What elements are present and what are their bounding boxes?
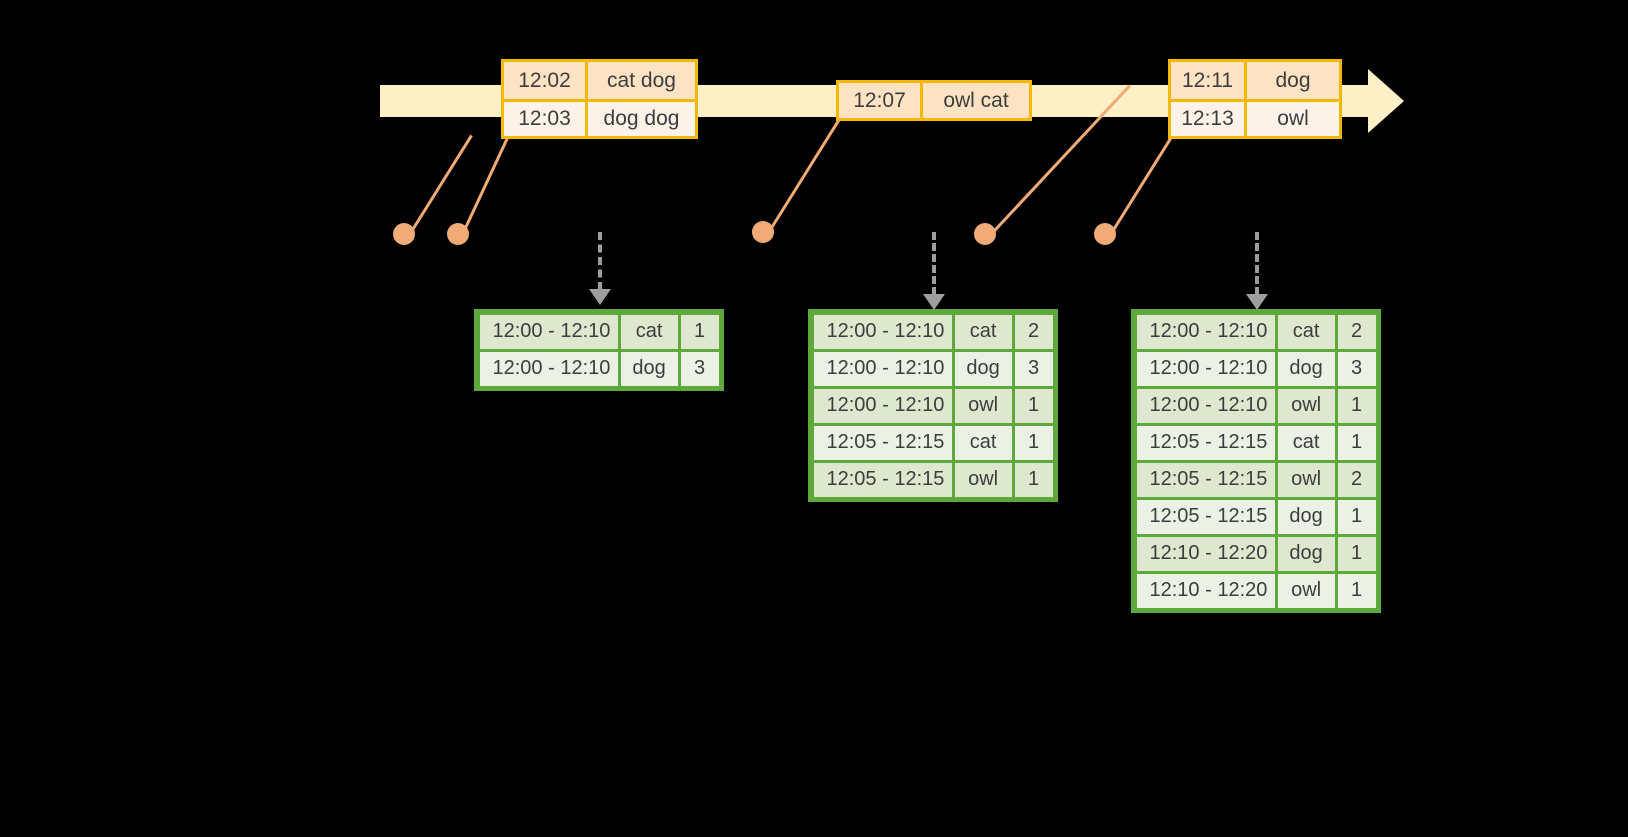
window-cell: 12:00 - 12:10 (1136, 388, 1275, 423)
window-cell: 12:00 - 12:10 (479, 351, 618, 386)
event-marker-12-02 (393, 223, 415, 245)
count-cell: 2 (1337, 314, 1376, 349)
connector-line-2 (460, 128, 513, 237)
key-cell: dog (620, 351, 678, 386)
event-words: cat dog (588, 62, 695, 99)
window-cell: 12:00 - 12:10 (813, 351, 952, 386)
flow-arrow-2-head (923, 294, 945, 310)
count-cell: 1 (1337, 499, 1376, 534)
event-box-group-1: 12:02 cat dog 12:03 dog dog (501, 59, 698, 139)
event-marker-12-13 (1094, 223, 1116, 245)
key-cell: cat (1277, 314, 1335, 349)
count-cell: 3 (1337, 351, 1376, 386)
window-cell: 12:05 - 12:15 (813, 425, 952, 460)
event-marker-12-03 (447, 223, 469, 245)
event-time: 12:11 (1171, 62, 1247, 99)
key-cell: cat (1277, 425, 1335, 460)
key-cell: owl (954, 462, 1012, 497)
key-cell: cat (954, 425, 1012, 460)
window-cell: 12:05 - 12:15 (813, 462, 952, 497)
window-cell: 12:10 - 12:20 (1136, 536, 1275, 571)
window-cell: 12:00 - 12:10 (813, 388, 952, 423)
window-cell: 12:00 - 12:10 (479, 314, 618, 349)
count-cell: 1 (1014, 388, 1053, 423)
timeline-arrow-head (1368, 69, 1404, 133)
event-words: owl cat (923, 83, 1029, 118)
window-cell: 12:05 - 12:15 (1136, 499, 1275, 534)
key-cell: dog (1277, 351, 1335, 386)
event-row: 12:11 dog (1171, 62, 1339, 99)
event-row: 12:02 cat dog (504, 62, 695, 99)
count-cell: 3 (680, 351, 719, 386)
event-time: 12:02 (504, 62, 588, 99)
connector-line-1 (407, 134, 473, 237)
key-cell: owl (1277, 462, 1335, 497)
flow-arrow-2-line (932, 232, 936, 295)
key-cell: cat (954, 314, 1012, 349)
event-time: 12:13 (1171, 102, 1247, 136)
connector-line-5 (1108, 124, 1181, 237)
key-cell: cat (620, 314, 678, 349)
flow-arrow-3-head (1246, 294, 1268, 310)
key-cell: dog (954, 351, 1012, 386)
count-cell: 1 (1337, 536, 1376, 571)
count-cell: 3 (1014, 351, 1053, 386)
window-cell: 12:05 - 12:15 (1136, 462, 1275, 497)
count-cell: 1 (1337, 425, 1376, 460)
event-box-group-2: 12:07 owl cat (836, 80, 1032, 121)
key-cell: owl (954, 388, 1012, 423)
event-words: owl (1247, 102, 1339, 136)
key-cell: owl (1277, 573, 1335, 608)
count-cell: 1 (1337, 388, 1376, 423)
event-time: 12:03 (504, 102, 588, 136)
window-cell: 12:10 - 12:20 (1136, 573, 1275, 608)
window-cell: 12:00 - 12:10 (813, 314, 952, 349)
count-cell: 1 (680, 314, 719, 349)
event-row: 12:07 owl cat (839, 83, 1029, 118)
flow-arrow-1-line (598, 232, 602, 290)
window-cell: 12:00 - 12:10 (1136, 351, 1275, 386)
key-cell: dog (1277, 536, 1335, 571)
flow-arrow-1-head (589, 289, 611, 305)
event-row: 12:13 owl (1171, 99, 1339, 136)
event-time: 12:07 (839, 83, 923, 118)
key-cell: dog (1277, 499, 1335, 534)
event-marker-12-11 (974, 223, 996, 245)
count-cell: 1 (1014, 462, 1053, 497)
count-cell: 1 (1014, 425, 1053, 460)
event-marker-12-07 (752, 221, 774, 243)
count-cell: 2 (1014, 314, 1053, 349)
count-cell: 1 (1337, 573, 1376, 608)
connector-line-3 (766, 116, 842, 235)
window-cell: 12:05 - 12:15 (1136, 425, 1275, 460)
flow-arrow-3-line (1255, 232, 1259, 295)
event-words: dog dog (588, 102, 695, 136)
key-cell: owl (1277, 388, 1335, 423)
event-row: 12:03 dog dog (504, 99, 695, 136)
event-box-group-3: 12:11 dog 12:13 owl (1168, 59, 1342, 139)
event-words: dog (1247, 62, 1339, 99)
window-cell: 12:00 - 12:10 (1136, 314, 1275, 349)
count-cell: 2 (1337, 462, 1376, 497)
